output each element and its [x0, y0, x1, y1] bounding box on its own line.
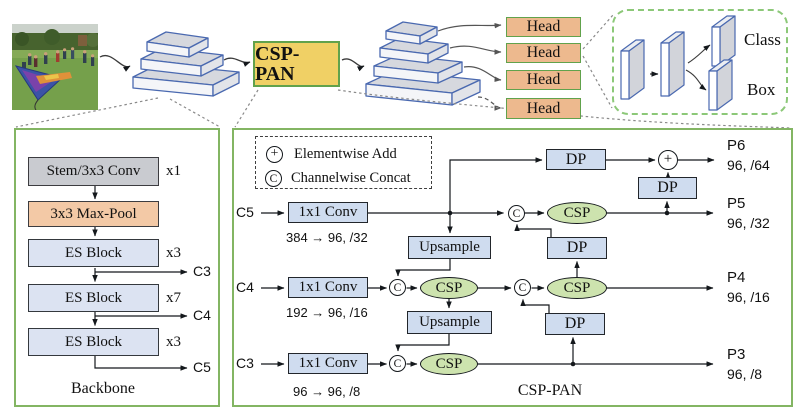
c5-input-label: C5: [236, 204, 254, 220]
c4-output-label: C4: [193, 307, 211, 323]
p4-channels-label: 96, /16: [727, 289, 770, 305]
elementwise-add-icon: +: [266, 146, 283, 163]
upsample-2-node: Upsample: [407, 311, 492, 334]
head-detail-plates: [620, 15, 736, 111]
flow-arrows: [99, 44, 711, 91]
box-output-label: Box: [747, 80, 776, 99]
csppan-title: CSP-PAN: [517, 382, 583, 399]
es-block-2-mult: x7: [166, 290, 181, 306]
es-block-3-mult: x3: [166, 334, 181, 350]
channelwise-concat-label: Channelwise Concat: [291, 170, 411, 186]
add-symbol: +: [663, 151, 673, 167]
channelwise-concat-icon: C: [265, 170, 282, 187]
concat-symbol: C: [518, 281, 527, 294]
csp-node-p3: CSP: [420, 353, 478, 375]
head-node-1: Head: [506, 17, 581, 37]
concat-symbol: C: [512, 207, 521, 220]
add-node-p6: +: [658, 150, 678, 170]
input-image: [12, 24, 98, 110]
p3-output-label: P3: [727, 346, 746, 363]
es-block-1-node: ES Block: [28, 239, 159, 267]
concat-symbol: C: [269, 172, 278, 185]
es-block-2-node: ES Block: [28, 284, 159, 312]
p6-output-label: P6: [727, 137, 746, 154]
p5-channels-label: 96, /32: [727, 215, 770, 231]
backbone-title: Backbone: [71, 380, 135, 397]
concat-node-c4: C: [389, 279, 406, 296]
p4-output-label: P4: [727, 269, 746, 286]
csppan-panel: [232, 128, 793, 407]
backbone-connectors: [92, 186, 188, 371]
conv-c3-node: 1x1 Conv: [288, 353, 368, 374]
csp-node-c4: CSP: [420, 277, 478, 299]
maxpool-node: 3x3 Max-Pool: [28, 201, 159, 227]
concat-node-c3: C: [389, 355, 406, 372]
concat-node-p4: C: [514, 279, 531, 296]
p3-channels-label: 96, /8: [727, 366, 763, 382]
dp-node-p6: DP: [638, 177, 697, 199]
add-symbol: +: [270, 146, 279, 161]
head-detail-panel: [612, 9, 788, 115]
backbone-pyramid: [132, 31, 240, 97]
dp-node-top: DP: [546, 149, 606, 170]
c3-output-label: C3: [193, 263, 211, 279]
head-node-2: Head: [506, 43, 581, 63]
c4-channels-label: 192 → 96, /16: [286, 305, 368, 320]
concat-symbol: C: [393, 357, 402, 370]
concat-node-p5: C: [508, 205, 525, 222]
upsample-1-node: Upsample: [408, 236, 491, 259]
c5-channels-label: 384 → 96, /32: [286, 230, 368, 245]
backbone-panel: [14, 128, 220, 407]
csp-node-p5: CSP: [547, 202, 607, 224]
head-arrows: [437, 22, 502, 111]
stem-mult-label: x1: [166, 163, 181, 179]
csppan-node: CSP-PAN: [253, 41, 340, 87]
p6-channels-label: 96, /64: [727, 157, 770, 173]
dp-node-p5: DP: [547, 237, 607, 259]
c4-input-label: C4: [236, 279, 254, 295]
conv-c5-node: 1x1 Conv: [288, 202, 368, 223]
es-block-1-mult: x3: [166, 245, 181, 261]
csppan-connectors: [261, 157, 715, 367]
c3-input-label: C3: [236, 355, 254, 371]
c3-channels-label: 96 → 96, /8: [293, 384, 361, 399]
class-output-label: Class: [744, 30, 781, 49]
neck-pyramid: [365, 21, 481, 106]
csp-node-p4: CSP: [547, 277, 607, 299]
head-node-3: Head: [506, 70, 581, 90]
dp-node-p4: DP: [545, 313, 605, 335]
p5-output-label: P5: [727, 195, 746, 212]
stem-conv-node: Stem/3x3 Conv: [28, 157, 159, 186]
head-node-4: Head: [506, 98, 581, 119]
c5-output-label: C5: [193, 359, 211, 375]
es-block-3-node: ES Block: [28, 328, 159, 356]
conv-c4-node: 1x1 Conv: [288, 277, 368, 298]
concat-symbol: C: [393, 281, 402, 294]
legend-box: [255, 136, 432, 189]
elementwise-add-label: Elementwise Add: [294, 146, 397, 162]
